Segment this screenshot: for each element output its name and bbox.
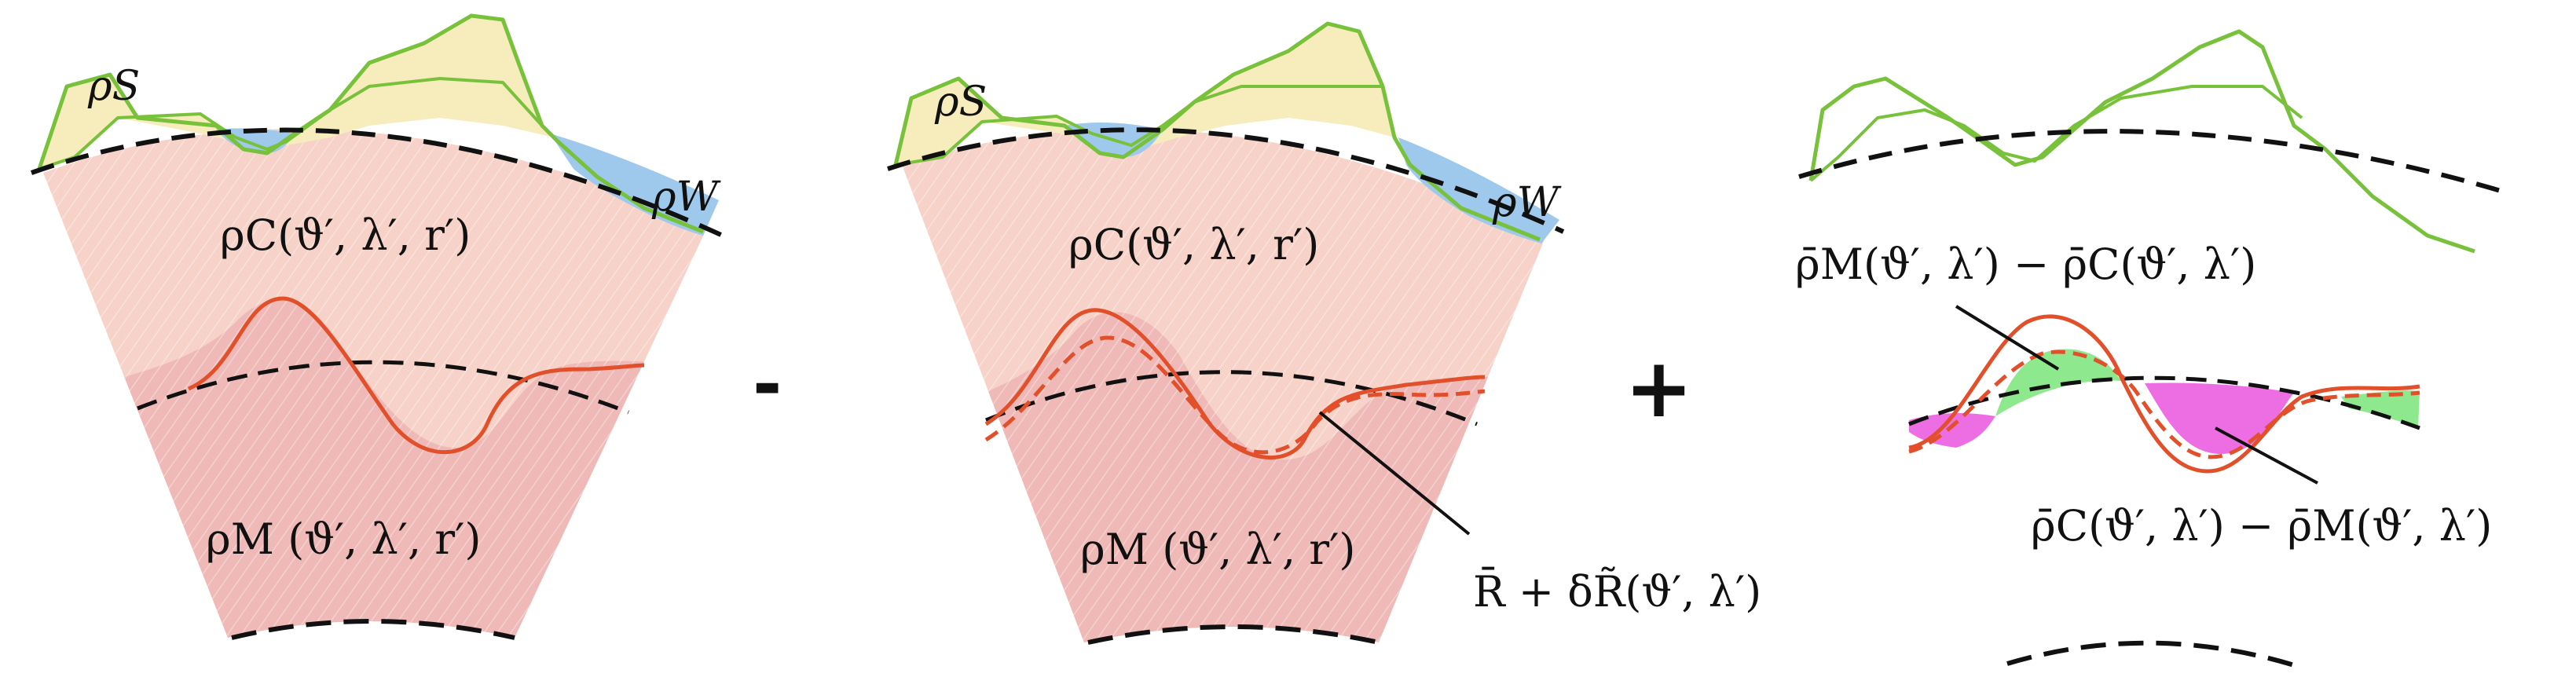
- minus-operator: -: [753, 343, 782, 426]
- right-moho-curve: [1908, 314, 2420, 474]
- left-mean-moho-reference: [137, 360, 629, 415]
- right-topography-inner: [1809, 85, 2303, 182]
- middle-crust-mantle-body: [902, 129, 1546, 642]
- right-leader-line-upper: [1955, 305, 2060, 371]
- middle-rho-m-label: ρM (ϑ′, λ′, r′): [1080, 525, 1355, 574]
- left-bottom-reference: [231, 619, 515, 640]
- right-magenta-anomaly-center: [2145, 382, 2294, 455]
- left-rho-m-label: ρM (ϑ′, λ′, r′): [206, 514, 481, 564]
- middle-moho-dashed-variation: [984, 335, 1486, 455]
- right-moho-dashed-variation: [1908, 350, 2420, 459]
- right-green-anomaly-left: [1995, 349, 2121, 416]
- middle-moho-label: R̄ + δR̃(ϑ′, λ′): [1473, 566, 1761, 617]
- left-water-ocean: [550, 134, 719, 236]
- middle-bottom-reference: [1087, 624, 1380, 645]
- right-bottom-reference: [2006, 640, 2303, 670]
- plus-operator: +: [1625, 340, 1693, 436]
- right-mantle-minus-crust-label: ρ̄M(ϑ′, λ′) − ρ̄C(ϑ′, λ′): [1795, 240, 2256, 289]
- middle-topography-inner: [895, 85, 1383, 167]
- middle-moho-curve: [984, 308, 1486, 459]
- middle-reference-surface: [887, 127, 1565, 234]
- right-reference-surface: [1798, 129, 2507, 195]
- middle-moho-leader-line: [1318, 411, 1471, 536]
- middle-panel: ρS ρW ρC(ϑ′, λ′, r′) ρM (ϑ′, λ′, r′) R̄ …: [887, 21, 1761, 645]
- left-moho-curve: [188, 296, 645, 455]
- right-mean-moho-reference: [1908, 375, 2420, 430]
- left-topography-inner: [38, 77, 544, 170]
- middle-sediment-region: [896, 24, 1394, 165]
- right-topography-outer: [1808, 29, 2475, 254]
- middle-rho-c-label: ρC(ϑ′, λ′, r′): [1068, 220, 1319, 269]
- middle-mean-moho-reference: [985, 370, 1478, 426]
- middle-water-ocean: [1398, 137, 1559, 243]
- left-panel: ρS ρW ρC(ϑ′, λ′, r′) ρM (ϑ′, λ′, r′): [31, 13, 724, 640]
- left-reference-surface: [31, 127, 724, 238]
- middle-topography-outer: [893, 21, 1541, 242]
- right-crust-minus-mantle-label: ρ̄C(ϑ′, λ′) − ρ̄M(ϑ′, λ′): [2031, 501, 2492, 551]
- left-rho-s-label: ρS: [87, 63, 140, 110]
- middle-rho-s-label: ρS: [934, 79, 987, 126]
- left-rho-c-label: ρC(ϑ′, λ′, r′): [220, 210, 471, 260]
- left-sediment-region: [39, 16, 554, 169]
- right-green-anomaly-right: [2341, 390, 2420, 428]
- left-rho-w-label: ρW: [651, 174, 721, 221]
- right-leader-line-lower: [2215, 426, 2318, 485]
- right-panel: ρ̄M(ϑ′, λ′) − ρ̄C(ϑ′, λ′) ρ̄C(ϑ′, λ′) − …: [1795, 29, 2507, 670]
- middle-rho-w-label: ρW: [1492, 179, 1562, 226]
